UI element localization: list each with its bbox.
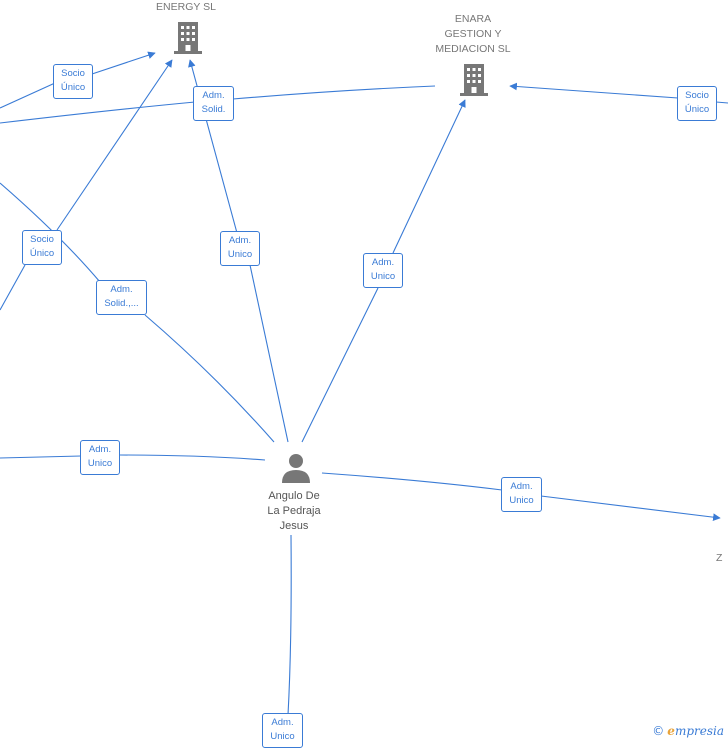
company-label-energy[interactable]: ENERGY SL xyxy=(156,1,216,13)
edge-socio-unico-top-left xyxy=(0,53,155,109)
brand-name: mpresia xyxy=(674,724,724,738)
edge-socio-unico-right xyxy=(510,86,728,104)
company-label-right-partial[interactable]: Z xyxy=(716,552,723,564)
person-label[interactable]: Angulo De La Pedraja Jesus xyxy=(267,490,321,532)
copyright-symbol: © xyxy=(652,724,665,738)
edge-tag-adm-unico[interactable]: Adm. Unico xyxy=(363,253,403,288)
edge-tag-adm-unico[interactable]: Adm. Unico xyxy=(262,713,303,748)
edge-socio-unico-mid-left xyxy=(0,60,172,311)
person-icon xyxy=(282,454,310,483)
company-label-enara[interactable]: ENARA GESTION Y MEDIACION SL xyxy=(435,13,511,55)
edge-adm-unico-right xyxy=(321,472,720,518)
building-icon xyxy=(174,22,202,54)
edge-adm-unico-left xyxy=(0,454,266,461)
brand-initial: e xyxy=(667,724,675,738)
edge-tag-adm-unico[interactable]: Adm. Unico xyxy=(80,440,120,475)
edge-adm-solid-top xyxy=(0,85,436,124)
edge-adm-solid-mid xyxy=(144,314,275,443)
edge-tag-adm-solid[interactable]: Adm. Solid. xyxy=(193,86,234,121)
edge-adm-unico-bottom xyxy=(287,534,292,716)
edge-tag-socio-unico[interactable]: Socio Único xyxy=(53,64,93,99)
brand-logo: ©empresia xyxy=(652,724,724,738)
edge-tag-socio-unico[interactable]: Socio Único xyxy=(677,86,717,121)
edge-tag-socio-unico[interactable]: Socio Único xyxy=(22,230,62,265)
edge-tag-adm-unico[interactable]: Adm. Unico xyxy=(220,231,260,266)
building-icon xyxy=(460,64,488,96)
edge-tag-adm-solid[interactable]: Adm. Solid.,... xyxy=(96,280,147,315)
edge-adm-unico-enara xyxy=(301,100,465,443)
edge-tag-adm-unico[interactable]: Adm. Unico xyxy=(501,477,542,512)
